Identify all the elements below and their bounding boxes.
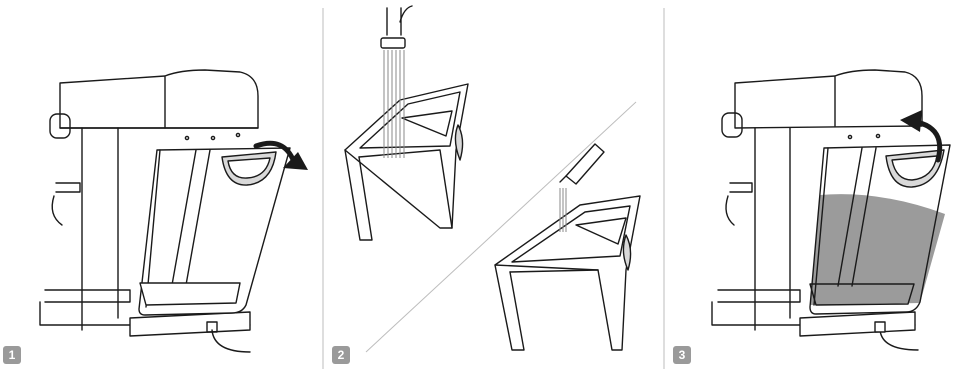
step-badge-2: 2 bbox=[332, 346, 350, 364]
panel-1-remove-tank bbox=[40, 70, 290, 352]
panel-3-reinsert-tank bbox=[712, 70, 950, 350]
step-badge-3: 3 bbox=[673, 346, 691, 364]
step-badge-1: 1 bbox=[3, 346, 21, 364]
panel-2-fill-tank bbox=[345, 6, 640, 350]
